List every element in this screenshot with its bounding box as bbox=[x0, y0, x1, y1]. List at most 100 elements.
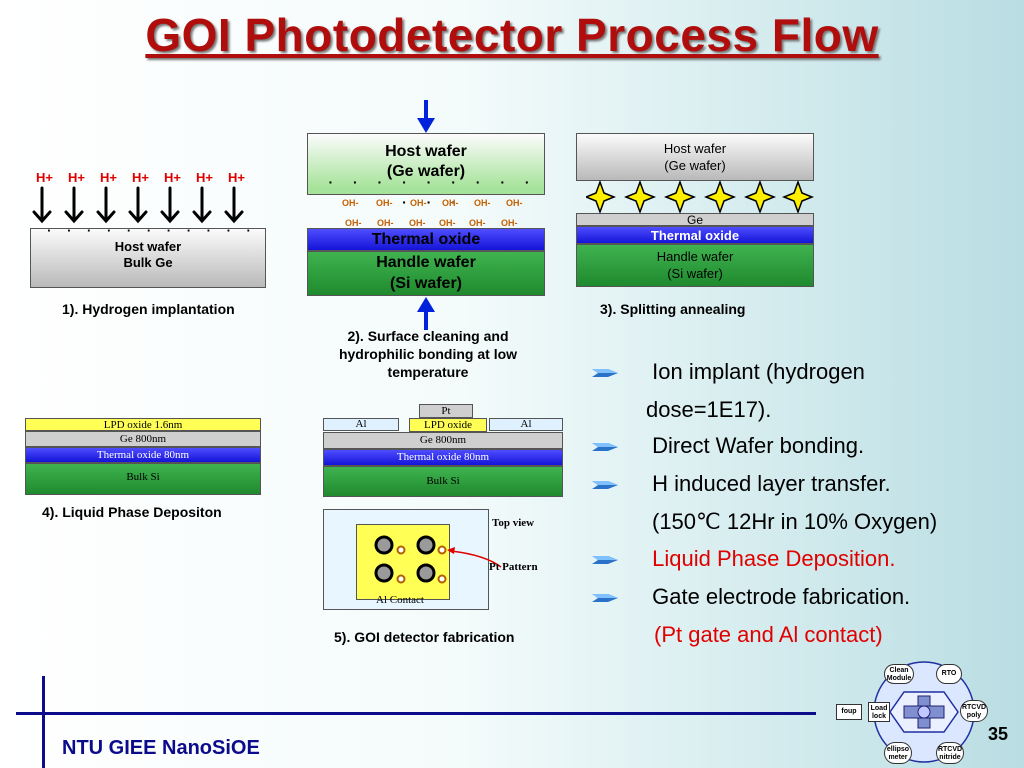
oh-label: OH- bbox=[342, 198, 359, 208]
oh-row-bottom: OH- OH- OH- OH- OH- OH- bbox=[345, 218, 535, 230]
oh-label: OH- bbox=[345, 218, 362, 228]
step5-ge-layer: Ge 800nm bbox=[323, 432, 563, 449]
tool-ellipsometer: ellipso meter bbox=[884, 742, 912, 764]
tool-load-lock: Load lock bbox=[868, 702, 890, 722]
split-sparkle-icon bbox=[586, 180, 815, 214]
step2-host-wafer: Host wafer (Ge wafer) · · · · · · · · · … bbox=[307, 133, 545, 210]
host-wafer-label: Host wafer bbox=[663, 141, 727, 156]
arrow-bullet-icon bbox=[592, 594, 618, 603]
tool-rtcvd-poly: RTCVD poly bbox=[960, 700, 988, 722]
oh-label: OH- bbox=[506, 198, 523, 208]
top-view-label: Top view bbox=[492, 517, 535, 529]
bullet-item-5: Gate electrode fabrication. bbox=[590, 584, 910, 610]
step5-caption: 5). GOI detector fabrication bbox=[334, 629, 515, 645]
bullet-item-4: Liquid Phase Deposition. bbox=[590, 546, 896, 572]
oh-label: OH- bbox=[409, 218, 426, 228]
step5-bulk-si: Bulk Si bbox=[323, 466, 563, 497]
bullet-item-1-cont: dose=1E17). bbox=[646, 397, 772, 422]
step4-caption: 4). Liquid Phase Depositon bbox=[42, 504, 222, 520]
cluster-tool-diagram: Clean Module RTO RTCVD poly RTCVD nitrid… bbox=[836, 660, 988, 766]
bulk-ge-label: Bulk Ge bbox=[123, 255, 173, 270]
h-plus-label: H+ bbox=[36, 170, 53, 185]
step5-pt-gate: Pt bbox=[419, 404, 473, 418]
oh-label: OH- bbox=[377, 218, 394, 228]
handle-wafer-label: Handle wafer bbox=[656, 249, 734, 264]
bullet-item-2: Direct Wafer bonding. bbox=[590, 433, 864, 459]
implant-dots: · · · · · · · · · · · · bbox=[47, 223, 257, 254]
oh-label: OH- bbox=[410, 198, 427, 208]
step4-lpd-oxide: LPD oxide 1.6nm bbox=[25, 418, 261, 431]
step4-bulk-si: Bulk Si bbox=[25, 463, 261, 495]
handle-wafer-label: Handle wafer bbox=[376, 254, 476, 271]
arrow-bullet-icon bbox=[592, 443, 618, 452]
step1-host-wafer: · · · · · · · · · · · · Host wafer Bulk … bbox=[30, 223, 266, 288]
si-wafer-label: (Si wafer) bbox=[667, 266, 723, 281]
bullet-text: H induced layer transfer. bbox=[652, 471, 891, 496]
arrow-bullet-icon bbox=[592, 481, 618, 490]
host-wafer-label: Host wafer bbox=[385, 143, 467, 160]
step2-caption: 2). Surface cleaning and hydrophilic bon… bbox=[318, 327, 538, 381]
h-plus-label: H+ bbox=[132, 170, 149, 185]
step3-host-wafer: Host wafer (Ge wafer) bbox=[576, 133, 814, 181]
oh-label: OH- bbox=[442, 198, 459, 208]
bullet-item-3: H induced layer transfer. bbox=[590, 471, 891, 497]
arrow-bullet-icon bbox=[592, 369, 618, 378]
bullet-item-1: Ion implant (hydrogen bbox=[590, 359, 865, 385]
bullet-text: Gate electrode fabrication. bbox=[652, 584, 911, 609]
page-title: GOI Photodetector Process Flow bbox=[145, 9, 879, 61]
step1-h-labels: H+ H+ H+ H+ H+ H+ H+ bbox=[34, 170, 254, 185]
footer-org: NTU GIEE NanoSiOE bbox=[62, 737, 260, 759]
oh-row-top: OH- OH- OH- OH- OH- OH- bbox=[342, 198, 532, 210]
step5-thermal-oxide: Thermal oxide 80nm bbox=[323, 449, 563, 466]
step3-caption: 3). Splitting annealing bbox=[600, 301, 746, 317]
step3-ge-layer: Ge bbox=[576, 213, 814, 226]
oh-label: OH- bbox=[376, 198, 393, 208]
bullet-text: Direct Wafer bonding. bbox=[652, 433, 865, 458]
press-arrow-up-icon bbox=[417, 297, 435, 330]
oh-label: OH- bbox=[474, 198, 491, 208]
step2-handle-wafer: Handle wafer (Si wafer) bbox=[307, 251, 545, 296]
footer-vertical-rule bbox=[42, 676, 45, 768]
pt-pattern-label: Pt Pattern bbox=[489, 561, 538, 573]
h-plus-label: H+ bbox=[164, 170, 181, 185]
implant-arrows-icon bbox=[32, 186, 244, 224]
implant-dots: · · · · · · · · · · · · bbox=[328, 174, 538, 210]
caption-line: hydrophilic bonding at low bbox=[338, 346, 518, 362]
ge-wafer-label: (Ge wafer) bbox=[386, 163, 466, 180]
tool-rto: RTO bbox=[936, 664, 962, 684]
h-plus-label: H+ bbox=[68, 170, 85, 185]
step5-lpd-oxide: LPD oxide bbox=[409, 418, 487, 432]
page-number: 35 bbox=[988, 724, 1009, 744]
al-contact-label: Al Contact bbox=[376, 594, 424, 606]
h-plus-label: H+ bbox=[228, 170, 245, 185]
si-wafer-label: (Si wafer) bbox=[389, 275, 462, 292]
step5-al-left: Al bbox=[323, 418, 399, 431]
oh-label: OH- bbox=[501, 218, 518, 228]
caption-line: temperature bbox=[387, 364, 469, 380]
pt-pattern-icon bbox=[374, 535, 447, 584]
bullet-item-3-cont: (150℃ 12Hr in 10% Oxygen) bbox=[652, 509, 938, 534]
tool-foup: foup bbox=[836, 704, 862, 720]
step4-thermal-oxide: Thermal oxide 80nm bbox=[25, 447, 261, 463]
step3-thermal-oxide: Thermal oxide bbox=[576, 226, 814, 244]
ge-wafer-label: (Ge wafer) bbox=[664, 158, 726, 173]
step4-ge-layer: Ge 800nm bbox=[25, 431, 261, 447]
tool-rtcvd-nitride: RTCVD nitride bbox=[936, 742, 964, 764]
footer-horizontal-rule bbox=[16, 712, 816, 715]
h-plus-label: H+ bbox=[100, 170, 117, 185]
top-view-box: Al Contact bbox=[323, 509, 489, 610]
arrow-bullet-icon bbox=[592, 556, 618, 565]
top-view-die bbox=[356, 524, 450, 600]
h-plus-label: H+ bbox=[196, 170, 213, 185]
bullet-text: Ion implant (hydrogen bbox=[652, 359, 865, 384]
step5-al-right: Al bbox=[489, 418, 563, 431]
step1-caption: 1). Hydrogen implantation bbox=[62, 301, 235, 317]
bullet-text: Liquid Phase Deposition. bbox=[652, 546, 896, 571]
oh-label: OH- bbox=[469, 218, 486, 228]
press-arrow-down-icon bbox=[417, 100, 435, 133]
pt-pattern-pointer-icon bbox=[447, 547, 502, 568]
step2-thermal-oxide: Thermal oxide bbox=[307, 228, 545, 251]
bullet-item-5-cont: (Pt gate and Al contact) bbox=[654, 622, 883, 647]
caption-line: 2). Surface cleaning and bbox=[347, 328, 509, 344]
step3-handle-wafer: Handle wafer (Si wafer) bbox=[576, 244, 814, 287]
